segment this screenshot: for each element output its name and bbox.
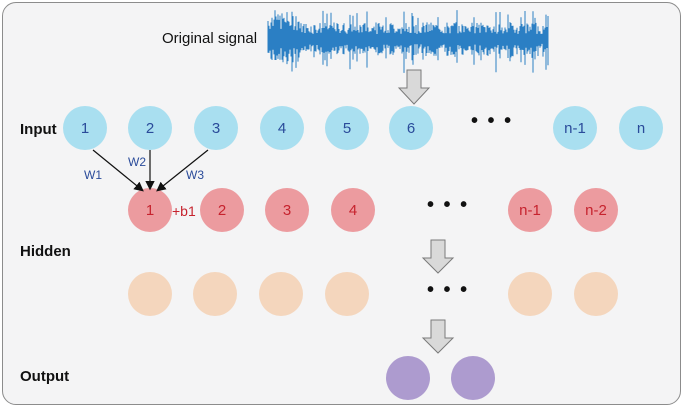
output-node [451,356,495,400]
weight-label: W3 [186,168,204,182]
hidden2-node [193,272,237,316]
weight-arrow-1 [92,149,144,192]
input-node: 1 [63,106,107,150]
bias-label: +b1 [172,203,196,219]
input-node: 4 [260,106,304,150]
hidden2-node [508,272,552,316]
hidden-node: 1 [128,188,172,232]
weight-arrow-3 [156,149,209,192]
row-label-hidden: Hidden [20,243,71,260]
down-arrow-1 [397,69,431,105]
hidden-node: n-1 [508,188,552,232]
hidden-ellipsis: • • • [427,194,470,216]
input-node: 2 [128,106,172,150]
hidden-node: 2 [200,188,244,232]
input-node: 3 [194,106,238,150]
input-ellipsis: • • • [471,110,514,132]
weight-label: W2 [128,155,146,169]
input-node: 5 [325,106,369,150]
hidden-node: n-2 [574,188,618,232]
down-arrow-3 [421,319,455,354]
hidden-node: 3 [265,188,309,232]
input-node: n [619,106,663,150]
hidden2-node [574,272,618,316]
hidden2-node [128,272,172,316]
row-label-input: Input [20,121,57,138]
input-node: n-1 [553,106,597,150]
hidden2-ellipsis: • • • [427,279,470,301]
hidden2-node [259,272,303,316]
output-node [386,356,430,400]
hidden2-node [325,272,369,316]
down-arrow-2 [421,239,455,274]
waveform-path [267,10,549,73]
weight-label: W1 [84,168,102,182]
signal-title: Original signal [162,30,258,47]
hidden-node: 4 [331,188,375,232]
input-node: 6 [389,106,433,150]
row-label-output: Output [20,368,70,385]
